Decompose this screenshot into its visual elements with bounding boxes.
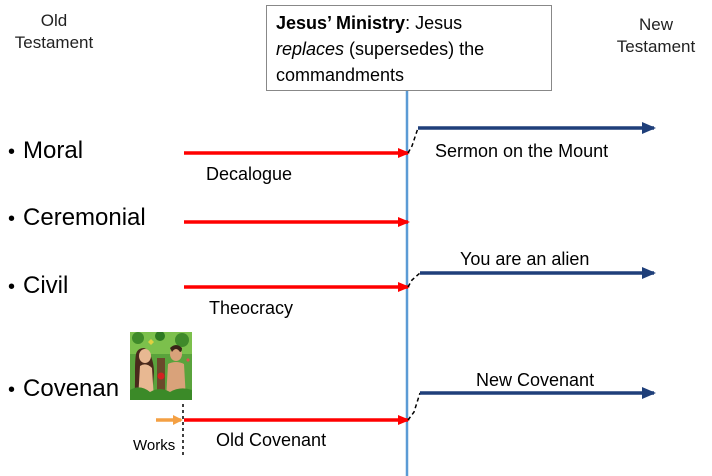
category-covenant: •Covenan [8, 375, 120, 402]
adam-eve-garden-picture-icon [130, 332, 192, 400]
new-covenant-label: New Covenant [476, 370, 595, 390]
works-label: Works [133, 437, 176, 454]
ministry-replaces: replaces [276, 39, 345, 59]
old-testament-header: Old Testament [14, 11, 94, 52]
category-moral: •Moral [8, 137, 84, 164]
ministry-title: Jesus’ Ministry [276, 13, 406, 33]
covenant-connector [407, 392, 421, 421]
civil-connector [407, 272, 421, 288]
decalogue-label: Decalogue [206, 164, 293, 184]
ministry-line1: : Jesus [405, 13, 463, 33]
ministry-line2: (supersedes) the [344, 39, 485, 59]
moral-connector [407, 127, 419, 154]
you-are-an-alien-label: You are an alien [460, 249, 590, 269]
ministry-line3: commandments [276, 65, 405, 85]
category-ceremonial: •Ceremonial [8, 204, 146, 231]
new-testament-header: New Testament [616, 15, 696, 56]
sermon-on-the-mount-label: Sermon on the Mount [435, 141, 609, 161]
category-civil: •Civil [8, 272, 69, 299]
old-covenant-label: Old Covenant [216, 430, 327, 450]
theocracy-label: Theocracy [209, 298, 294, 318]
jesus-ministry-box: Jesus’ Ministry: Jesus replaces (superse… [266, 5, 552, 91]
